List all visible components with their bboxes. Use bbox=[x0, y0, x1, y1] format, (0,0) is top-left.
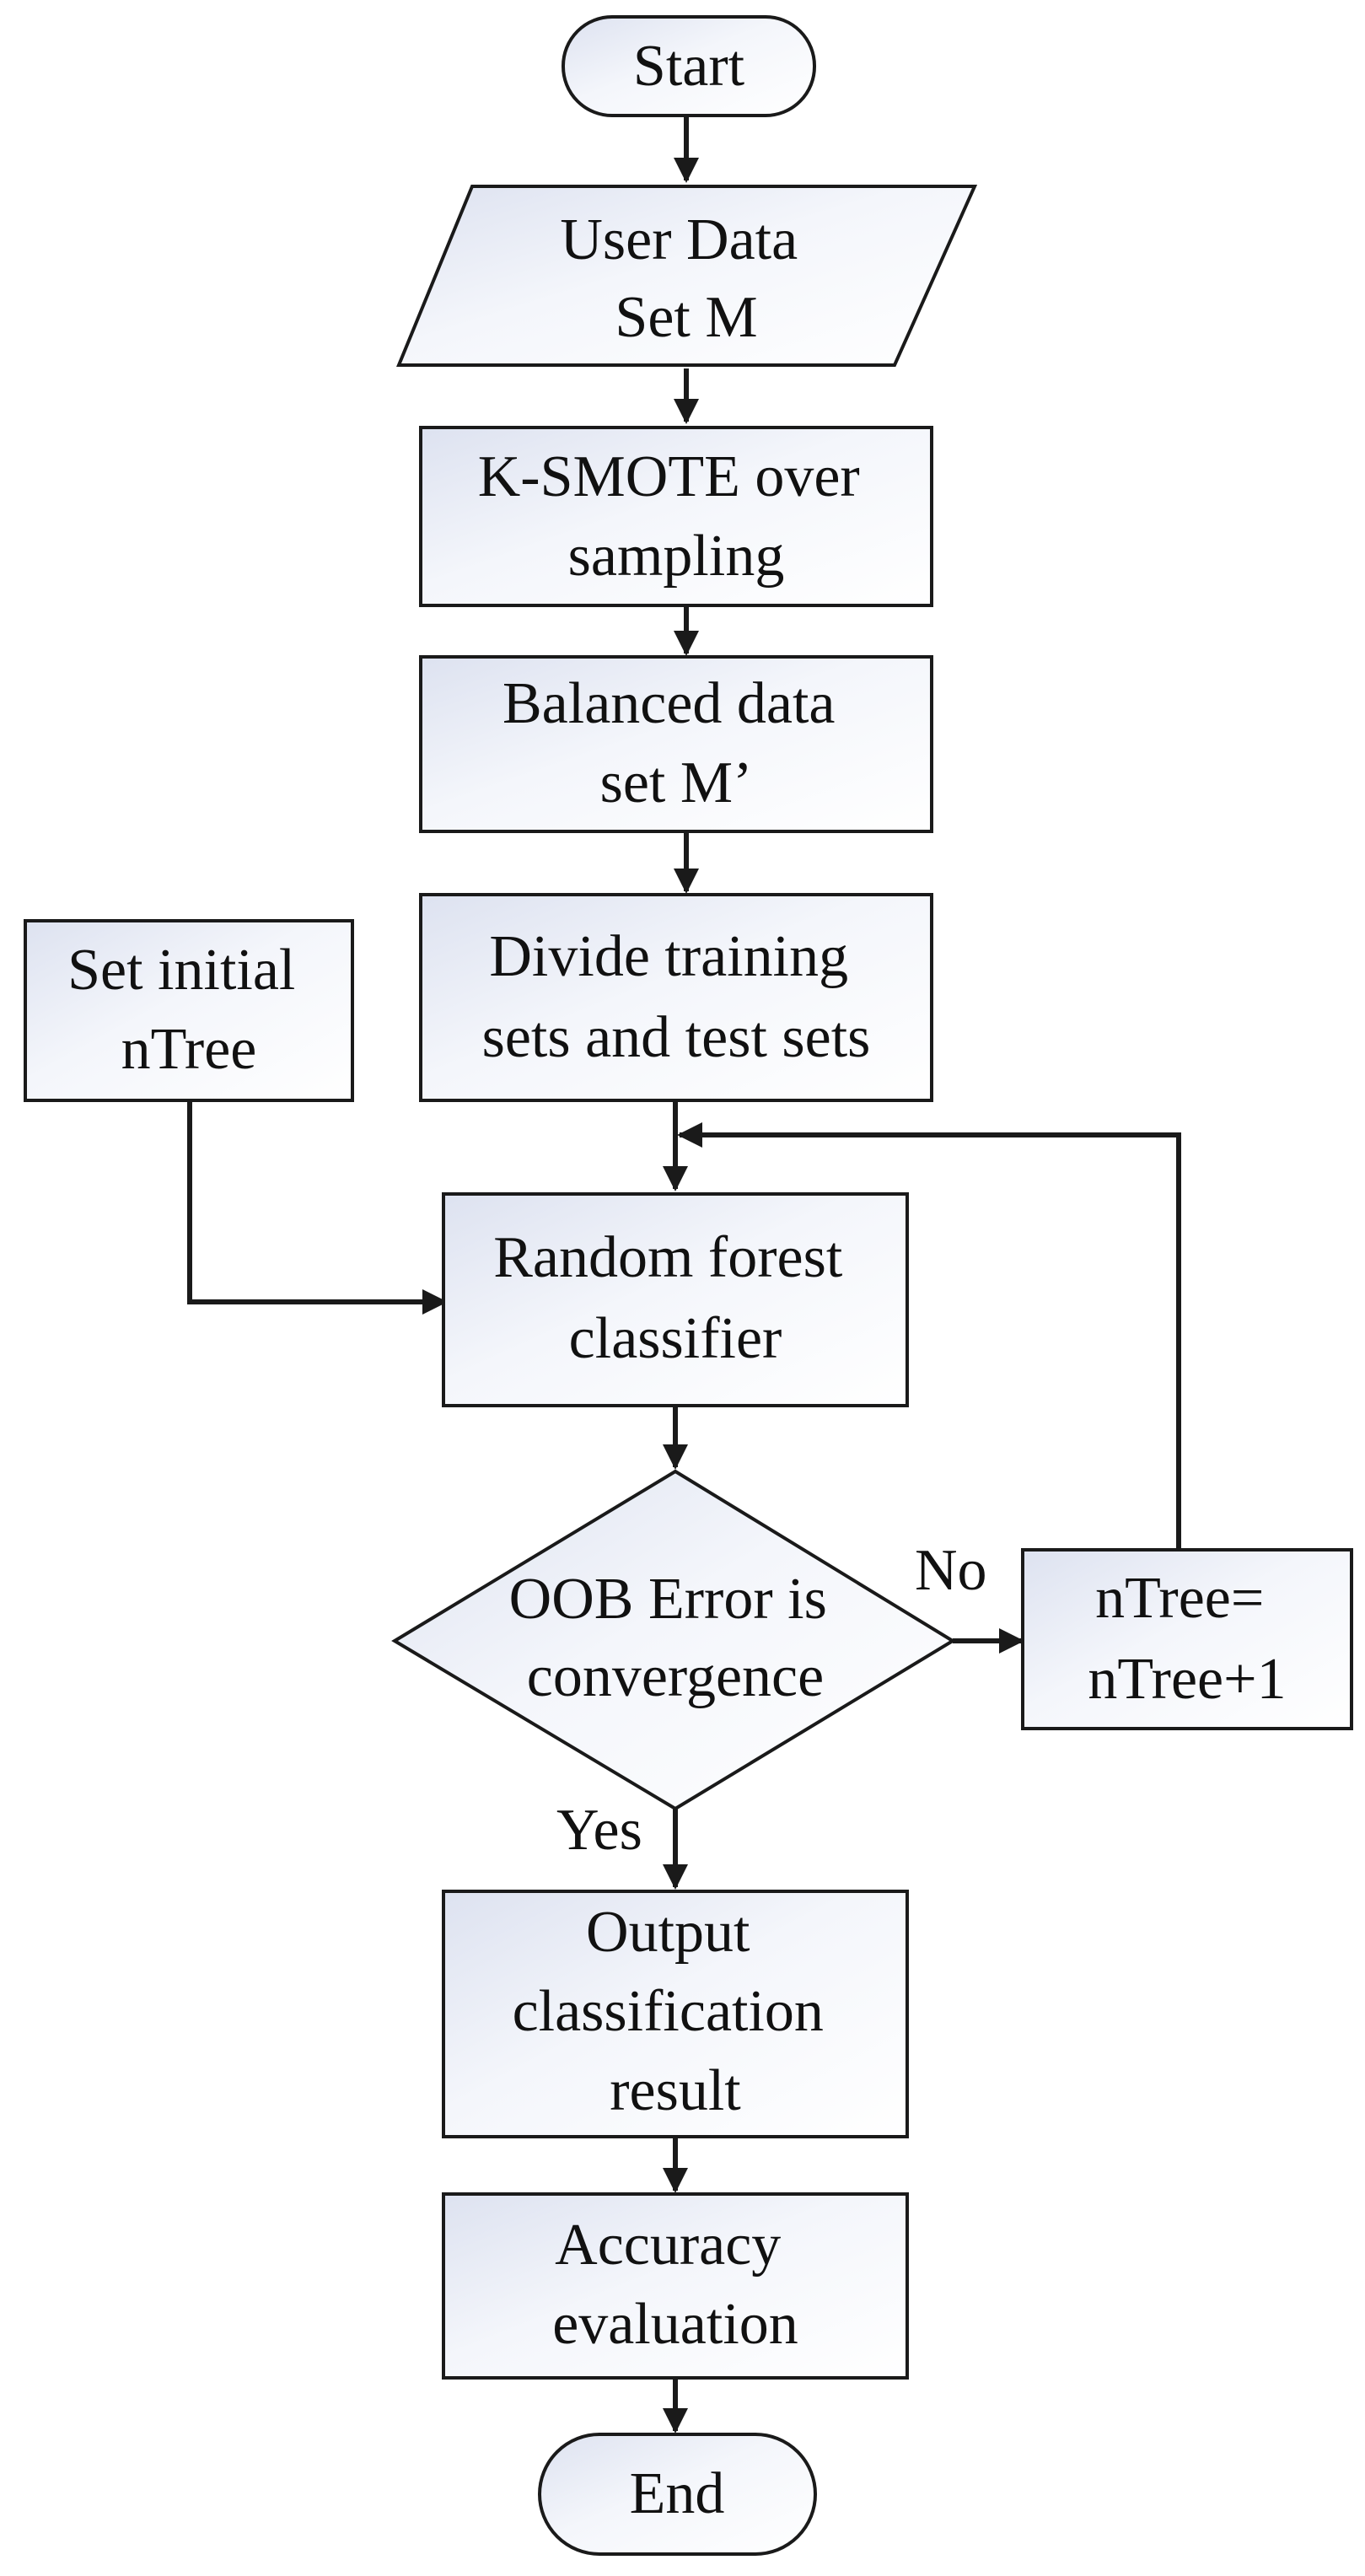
start-terminal bbox=[562, 15, 816, 117]
end-terminal bbox=[538, 2433, 817, 2556]
edge-increment-loop bbox=[677, 1122, 1181, 1550]
rf-node: Random forest classifier bbox=[442, 1192, 909, 1407]
divide-process-box bbox=[419, 893, 933, 1102]
rf-label-line-2: classifier bbox=[569, 1306, 782, 1371]
decision-label: OOB Error is convergence bbox=[509, 1567, 842, 1709]
balanced-label-line-1: Balanced data bbox=[502, 671, 836, 736]
input-node: User Data Set M bbox=[396, 185, 978, 367]
output-label-line-1: Output bbox=[586, 1900, 750, 1965]
initial-node: Set initial nTree bbox=[24, 919, 354, 1102]
rf-label-line-1: Random forest bbox=[493, 1225, 843, 1290]
smote-label-line-1: K-SMOTE over bbox=[478, 444, 860, 509]
balanced-node: Balanced data set M’ bbox=[419, 655, 933, 833]
increment-label-line-1: nTree= bbox=[1095, 1566, 1264, 1631]
edge-initial-rf bbox=[187, 1100, 448, 1315]
end-node: End bbox=[538, 2433, 817, 2556]
input-label: User Data Set M bbox=[560, 207, 812, 350]
divide-label-line-2: sets and test sets bbox=[482, 1005, 871, 1070]
rf-label: Random forest classifier bbox=[493, 1225, 857, 1371]
initial-process-box bbox=[24, 919, 354, 1102]
output-node: Output classification result bbox=[442, 1890, 909, 2138]
increment-node: nTree= nTree+1 bbox=[1021, 1548, 1353, 1730]
balanced-label: Balanced data set M’ bbox=[502, 671, 850, 815]
smote-node: K-SMOTE over sampling bbox=[419, 426, 933, 607]
accuracy-node: Accuracy evaluation bbox=[442, 2192, 909, 2380]
smote-process-box bbox=[419, 426, 933, 607]
start-label-line: Start bbox=[633, 34, 745, 99]
divide-node: Divide training sets and test sets bbox=[419, 893, 933, 1102]
input-data-shape bbox=[396, 185, 978, 367]
output-process-box bbox=[442, 1890, 909, 2138]
start-node: Start bbox=[562, 15, 816, 117]
start-label: Start bbox=[633, 34, 745, 99]
divide-label: Divide training sets and test sets bbox=[482, 924, 871, 1070]
smote-label: K-SMOTE over sampling bbox=[478, 444, 874, 589]
output-label: Output classification result bbox=[513, 1900, 839, 2123]
output-label-line-3: result bbox=[610, 2058, 741, 2123]
input-label-line-1: User Data bbox=[560, 207, 798, 272]
balanced-process-box bbox=[419, 655, 933, 833]
input-label-line-2: Set M bbox=[615, 285, 757, 350]
accuracy-label-line-2: evaluation bbox=[552, 2292, 798, 2357]
accuracy-label: Accuracy evaluation bbox=[552, 2213, 798, 2357]
decision-label-line-2: convergence bbox=[527, 1644, 824, 1709]
decision-node: OOB Error is convergence bbox=[391, 1469, 956, 1811]
initial-label-line-1: Set initial bbox=[67, 938, 295, 1003]
increment-label-line-2: nTree+1 bbox=[1088, 1647, 1286, 1712]
rf-process-box bbox=[442, 1192, 909, 1407]
decision-diamond bbox=[391, 1469, 956, 1811]
accuracy-label-line-1: Accuracy bbox=[555, 2213, 781, 2278]
yes-branch-label: Yes bbox=[556, 1798, 642, 1863]
increment-label: nTree= nTree+1 bbox=[1088, 1566, 1286, 1712]
connectors bbox=[187, 116, 1181, 2433]
output-label-line-2: classification bbox=[513, 1979, 824, 2044]
decision-label-line-1: OOB Error is bbox=[509, 1567, 827, 1632]
end-label-line: End bbox=[630, 2461, 725, 2526]
divide-label-line-1: Divide training bbox=[489, 924, 848, 989]
accuracy-process-box bbox=[442, 2192, 909, 2380]
no-branch-label: No bbox=[915, 1538, 987, 1603]
smote-label-line-2: sampling bbox=[568, 524, 785, 589]
initial-label: Set initial nTree bbox=[67, 938, 310, 1082]
end-label: End bbox=[630, 2461, 725, 2526]
initial-label-line-2: nTree bbox=[121, 1017, 257, 1082]
balanced-label-line-2: set M’ bbox=[600, 750, 753, 815]
increment-process-box bbox=[1021, 1548, 1353, 1730]
